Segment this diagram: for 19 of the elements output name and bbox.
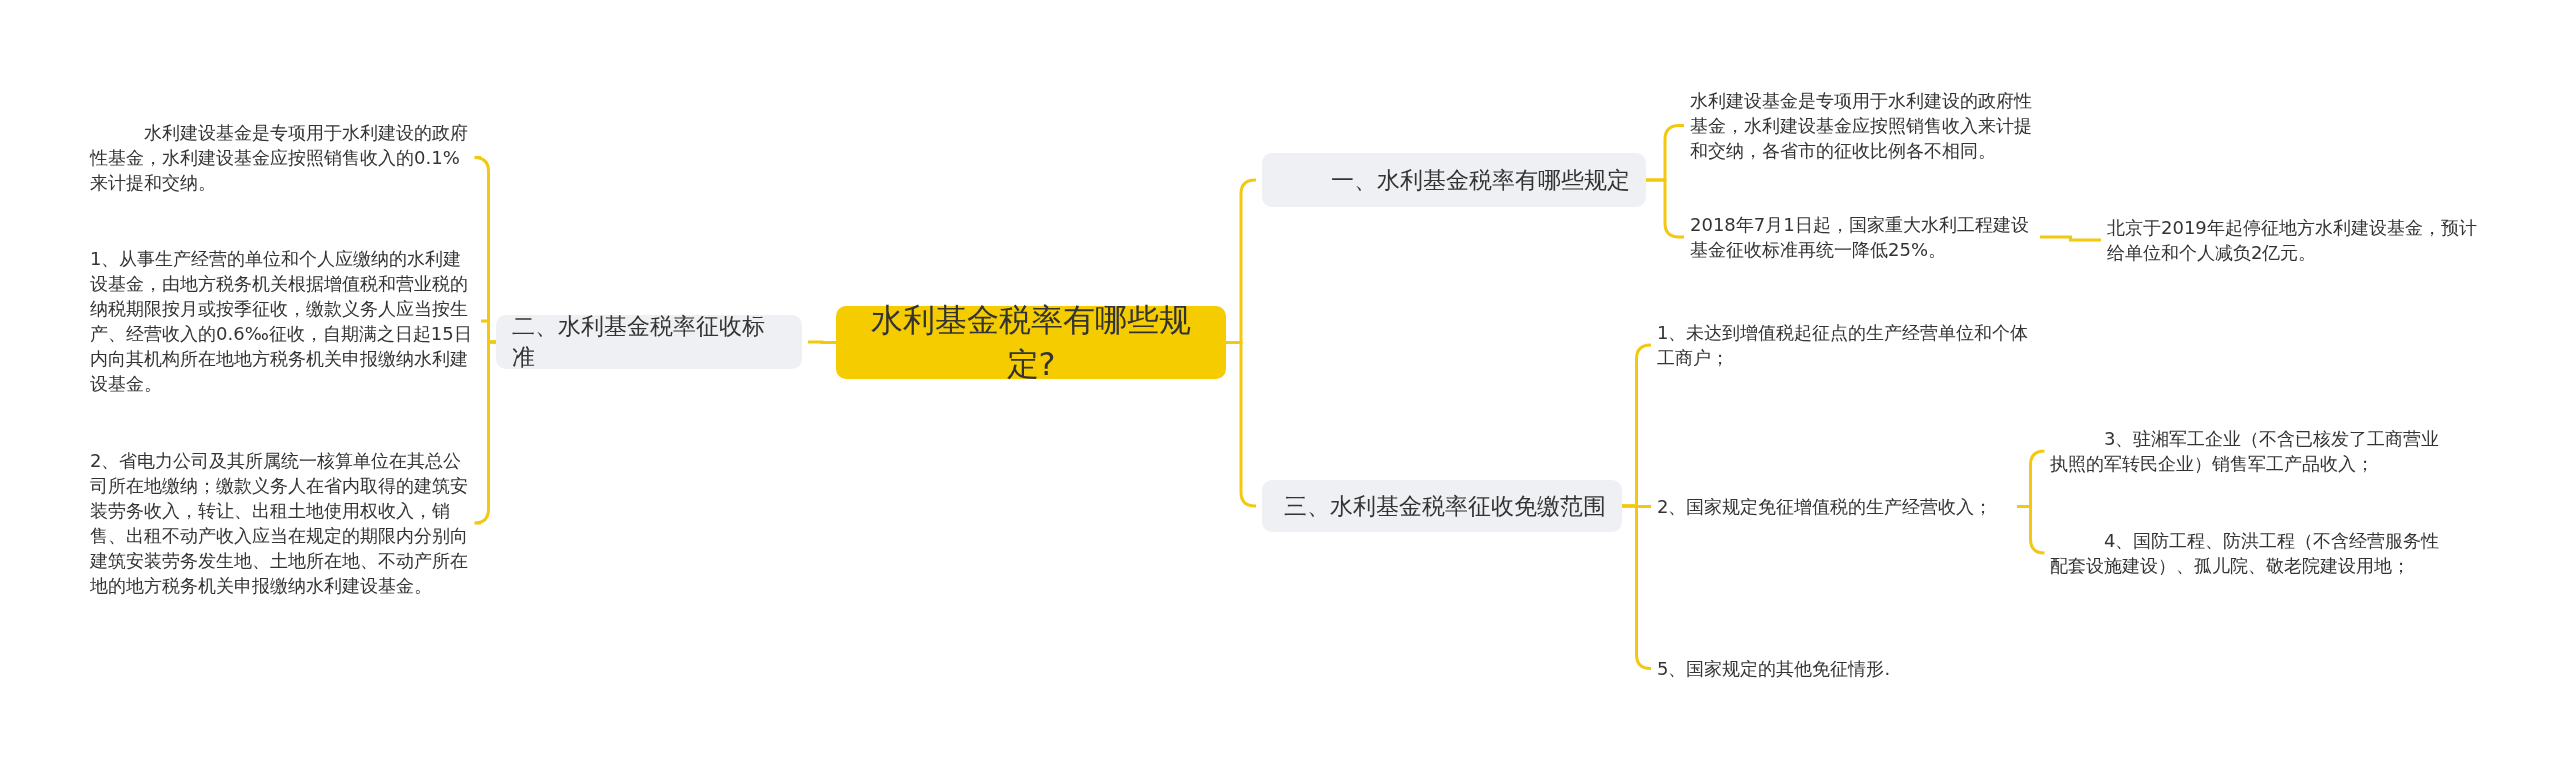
connector-line [473, 340, 496, 525]
leaf-text: 水利建设基金是专项用于水利建设的政府性基金，水利建设基金应按照销售收入的0.1%来计提和交纳。 [90, 120, 475, 195]
leaf-text: 北京于2019年起停征地方水利建设基金，预计给单位和个人减负2亿元。 [2107, 215, 2477, 265]
leaf-text: 2018年7月1日起，国家重大水利工程建设基金征收标准再统一降低25%。 [1690, 212, 2040, 262]
leaf-text: 5、国家规定的其他免征情形. [1657, 656, 2017, 681]
leaf-text: 1、未达到增值税起征点的生产经营单位和个体工商户； [1657, 320, 2032, 370]
connector-line [2040, 235, 2101, 242]
leaf-text: 2、省电力公司及其所属统一核算单位在其总公司所在地缴纳；缴款义务人在省内取得的建筑安装劳务收入，转让、出租土地使用权收入，销售、出租不动产收入应当在规定的期限内分别向建筑安装劳务发生地、土地所在地、不动产所在地的地方税务机关申报缴纳水利建设基金。 [90, 448, 475, 598]
branch-topic-box: 三、水利基金税率征收免缴范围 [1262, 480, 1622, 532]
branch-topic-box: 二、水利基金税率征收标准 [496, 315, 802, 369]
branch-topic-box: 一、水利基金税率有哪些规定 [1262, 153, 1646, 207]
leaf-text: 4、国防工程、防洪工程（不含经营服务性配套设施建设）、孤儿院、敬老院建设用地； [2050, 528, 2450, 578]
leaf-text: 水利建设基金是专项用于水利建设的政府性基金，水利建设基金应按照销售收入来计提和交纳，各省市的征收比例各不相同。 [1690, 88, 2040, 163]
leaf-text: 2、国家规定免征增值税的生产经营收入； [1657, 494, 2017, 519]
connector-line [808, 340, 836, 344]
leaf-text: 1、从事生产经营的单位和个人应缴纳的水利建设基金，由地方税务机关根据增值税和营业税的纳税期限按月或按季征收，缴款义务人应当按生产、经营收入的0.6‰征收，自期满之日起15日内向其机构所在地地方税务机关申报缴纳水利建设基金。 [90, 246, 475, 396]
leaf-text: 3、驻湘军工企业（不含已核发了工商营业执照的军转民企业）销售军工产品收入； [2050, 426, 2450, 476]
connector-line [1622, 504, 1652, 670]
central-topic-box: 水利基金税率有哪些规定? [836, 306, 1226, 379]
